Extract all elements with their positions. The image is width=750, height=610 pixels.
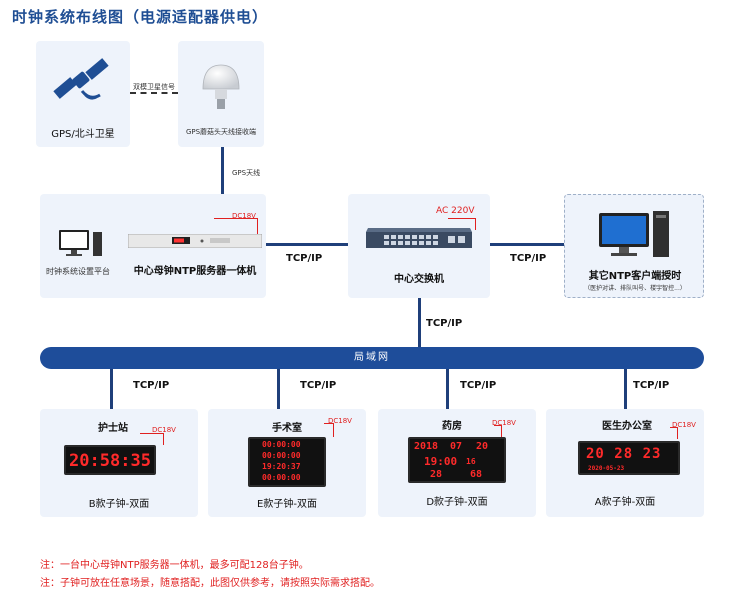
clock-seconds: 16 [466, 457, 476, 466]
gps-label: GPS/北斗卫星 [51, 129, 115, 140]
clock-model: B款子钟-双面 [88, 499, 150, 510]
clock-card-d: 药房 DC18V 2018 07 20 19:00 16 28 68 D款子钟-… [378, 409, 536, 517]
clock-power-label: DC18V [328, 417, 352, 425]
clients-card: 其它NTP客户端授时 （医护对讲、排队叫号、楼宇智控...） [564, 194, 704, 298]
clock-power-line [140, 433, 164, 445]
led-clock-a: 20 28 23 2020-05-23 [578, 441, 680, 475]
clock-drop-3 [446, 369, 449, 409]
clock-row: 19:20:37 [262, 462, 301, 471]
clock-model: A款子钟-双面 [594, 497, 656, 508]
clock-power-line [670, 427, 678, 439]
signal-link [130, 92, 178, 94]
antenna-card: GPS蘑菇头天线接收端 [178, 41, 264, 147]
lan-bus: 局域网 [40, 347, 704, 369]
clock-time: 19:00 [424, 455, 458, 468]
gps-card: GPS/北斗卫星 [36, 41, 130, 147]
switch-label: 中心交换机 [394, 274, 444, 285]
tcp-label-1: TCP/IP [286, 253, 323, 264]
clock-power-line [494, 425, 502, 437]
clock-location: 护士站 [98, 423, 128, 434]
clock-card-e: 手术室 DC18V 00:00:00 00:00:00 19:20:37 00:… [208, 409, 366, 517]
tcp-label-5: TCP/IP [300, 380, 337, 391]
tcp-label-3: TCP/IP [426, 318, 463, 329]
clock-model: E款子钟-双面 [257, 499, 317, 510]
switch-power-line [448, 218, 476, 230]
antenna-cable [221, 147, 224, 194]
clock-drop-2 [277, 369, 280, 409]
page-title: 时钟系统布线图（电源适配器供电） [12, 8, 269, 26]
clock-time: 20 28 23 [586, 446, 662, 462]
clock-power-label: DC18V [672, 421, 696, 429]
desktop-pc-icon [599, 211, 669, 257]
clock-temperature: 28 [430, 469, 443, 480]
clients-sub: （医护对讲、排队叫号、楼宇智控...） [584, 285, 686, 292]
satellite-icon [53, 58, 109, 100]
clients-label: 其它NTP客户端授时 [588, 271, 682, 282]
clock-card-b: 护士站 DC18V 20:58:35 B款子钟-双面 [40, 409, 198, 517]
network-switch-icon [366, 228, 472, 248]
note-2: 注：子钟可放在任意场景，随意搭配，此图仅供参考，请按照实际需求搭配。 [40, 578, 380, 589]
server-power-line [214, 218, 258, 234]
clock-location: 医生办公室 [602, 421, 652, 432]
pc-label: 时钟系统设置平台 [46, 267, 110, 276]
clock-date: 2020-05-23 [588, 465, 625, 472]
clock-card-a: 医生办公室 DC18V 20 28 23 2020-05-23 A款子钟-双面 [546, 409, 704, 517]
antenna-label: GPS蘑菇头天线接收端 [185, 128, 257, 136]
clock-drop-1 [110, 369, 113, 409]
clock-power-line [324, 423, 334, 437]
clock-model: D款子钟-双面 [426, 497, 488, 508]
clock-location: 手术室 [272, 423, 302, 434]
clock-drop-4 [624, 369, 627, 409]
led-clock-b: 20:58:35 [64, 445, 156, 475]
switch-card: AC 220V 中心交换机 [348, 194, 490, 298]
switch-power-label: AC 220V [436, 206, 475, 216]
note-1: 注：一台中心母钟NTP服务器一体机，最多可配128台子钟。 [40, 560, 309, 571]
clock-row: 00:00:00 [262, 440, 301, 449]
server-panel: 时钟系统设置平台 DC18V 中心母钟NTP服务器一体机 [40, 194, 266, 298]
tcp-label-4: TCP/IP [133, 380, 170, 391]
pc-icon [59, 230, 102, 256]
clock-time: 20:58:35 [69, 451, 151, 471]
antenna-cable-label: GPS天线 [232, 169, 261, 177]
tcp-label-6: TCP/IP [460, 380, 497, 391]
tcp-label-7: TCP/IP [633, 380, 670, 391]
server-label: 中心母钟NTP服务器一体机 [133, 266, 257, 277]
clock-date-year: 2018 [414, 441, 439, 452]
rack-server-icon [128, 234, 262, 248]
clock-humidity: 68 [470, 469, 483, 480]
clock-power-label: DC18V [492, 419, 516, 427]
signal-link-label: 双模卫星信号 [133, 83, 175, 91]
switch-lan-link [418, 298, 421, 347]
led-clock-e: 00:00:00 00:00:00 19:20:37 00:00:00 [248, 437, 326, 487]
led-clock-d: 2018 07 20 19:00 16 28 68 [408, 437, 506, 483]
server-switch-link [266, 243, 348, 246]
server-power-label: DC18V [232, 212, 256, 220]
clock-location: 药房 [442, 421, 462, 432]
tcp-label-2: TCP/IP [510, 253, 547, 264]
clock-power-label: DC18V [152, 426, 176, 434]
clock-row: 00:00:00 [262, 451, 301, 460]
clock-date-day: 20 [476, 441, 489, 452]
clock-row: 00:00:00 [262, 473, 301, 482]
mushroom-antenna-icon [202, 64, 240, 109]
clock-date-month: 07 [450, 441, 463, 452]
switch-clients-link [490, 243, 564, 246]
